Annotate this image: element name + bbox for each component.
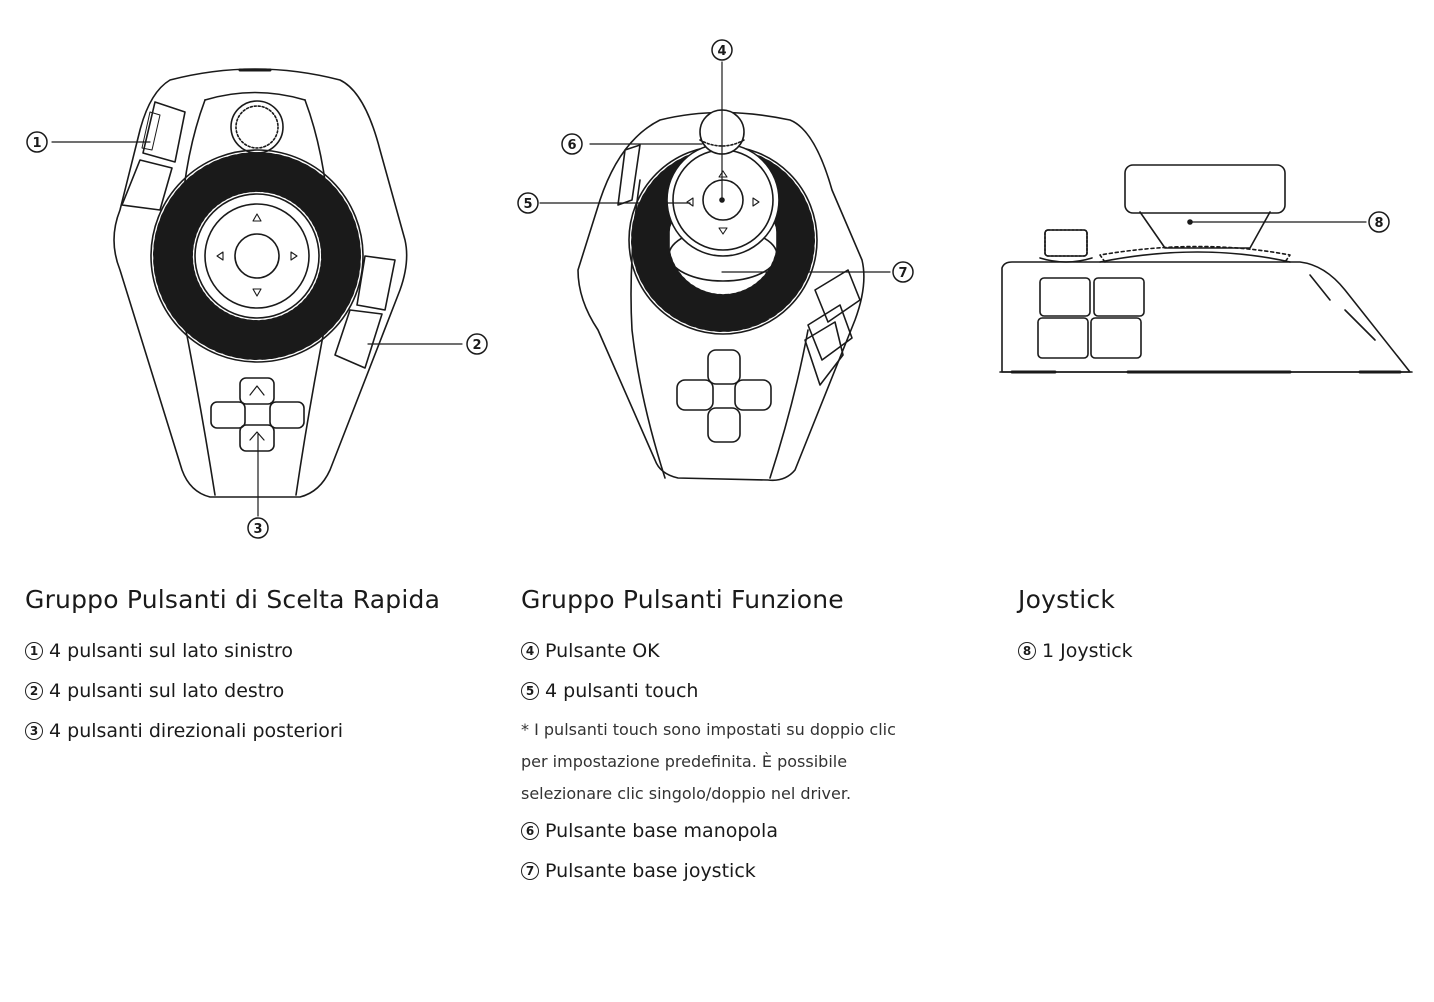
callout-6: 6 — [567, 138, 576, 153]
device-angled-view — [577, 109, 865, 482]
list-item: 8 1 Joystick — [1018, 640, 1133, 662]
callout-3: 3 — [253, 522, 262, 537]
callout-1: 1 — [32, 136, 41, 151]
item-text: Pulsante base manopola — [545, 820, 778, 842]
column-joystick: Joystick 8 1 Joystick — [1018, 585, 1133, 680]
list-item: 3 4 pulsanti direzionali posteriori — [25, 720, 440, 742]
column-title: Joystick — [1018, 585, 1116, 614]
callout-5: 5 — [523, 197, 532, 212]
item-number: 8 — [1018, 642, 1036, 660]
column-title: Gruppo Pulsanti Funzione — [521, 585, 844, 614]
item-text: 4 pulsanti touch — [545, 680, 699, 702]
item-text: Pulsante OK — [545, 640, 660, 662]
item-number: 4 — [521, 642, 539, 660]
list-item: 1 4 pulsanti sul lato sinistro — [25, 640, 440, 662]
item-text: Pulsante base joystick — [545, 860, 756, 882]
list-item: 7 Pulsante base joystick — [521, 860, 901, 882]
list-item: 6 Pulsante base manopola — [521, 820, 901, 842]
list-item: 5 4 pulsanti touch — [521, 680, 901, 702]
list-item: 4 Pulsante OK — [521, 640, 901, 662]
item-number: 6 — [521, 822, 539, 840]
item-number: 7 — [521, 862, 539, 880]
list-item: 2 4 pulsanti sul lato destro — [25, 680, 440, 702]
item-number: 1 — [25, 642, 43, 660]
item-text: 4 pulsanti sul lato destro — [49, 680, 285, 702]
knurled-ring — [153, 152, 361, 360]
item-text: 4 pulsanti direzionali posteriori — [49, 720, 343, 742]
item-number: 5 — [521, 682, 539, 700]
device-illustrations: 1 2 3 4 6 5 7 8 — [26, 39, 1413, 539]
column-title: Gruppo Pulsanti di Scelta Rapida — [25, 585, 441, 614]
column-hotkey-group: Gruppo Pulsanti di Scelta Rapida 1 4 puls… — [25, 585, 440, 760]
callout-8: 8 — [1374, 216, 1383, 231]
callout-7: 7 — [898, 266, 907, 281]
device-top-view — [113, 68, 408, 498]
item-number: 2 — [25, 682, 43, 700]
callout-4: 4 — [717, 44, 726, 59]
item-text: 1 Joystick — [1042, 640, 1133, 662]
item-number: 3 — [25, 722, 43, 740]
callout-2: 2 — [472, 338, 481, 353]
touch-note: * I pulsanti touch sono impostati su dop… — [521, 720, 896, 803]
item-text: 4 pulsanti sul lato sinistro — [49, 640, 294, 662]
device-side-view — [999, 164, 1413, 374]
